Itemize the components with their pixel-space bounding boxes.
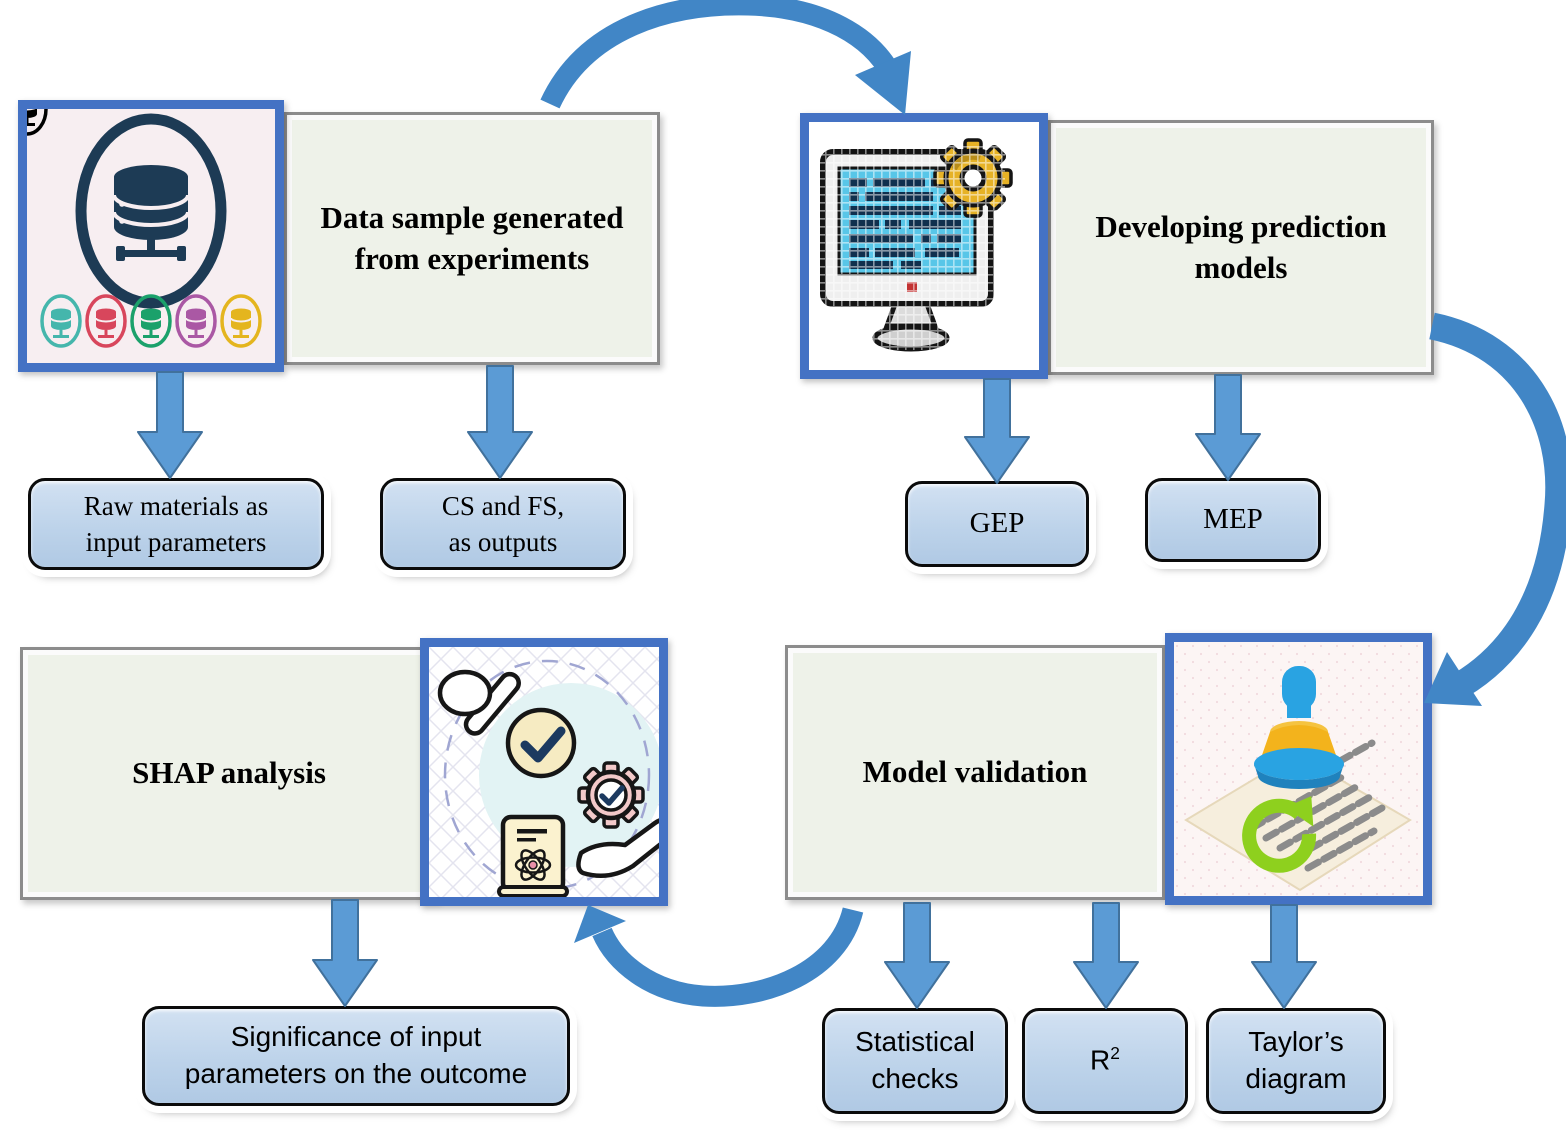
curved-arrow-validation-to-shap — [574, 905, 864, 1007]
arrow-validation-to-r2 — [1073, 902, 1139, 1009]
arrow-data-sample-to-raw-materials — [137, 371, 203, 479]
pointing-hand-icon — [437, 669, 521, 736]
box-taylors-diagram: Taylor’s diagram — [1206, 1008, 1386, 1114]
mini-database-icons — [27, 109, 262, 348]
check-circle-icon — [505, 707, 577, 779]
box-label: Statistical checks — [855, 1026, 975, 1094]
panel-shap-analysis: SHAP analysis — [20, 647, 438, 900]
panel-data-sample: Data sample generated from experiments — [284, 112, 660, 365]
box-label: GEP — [969, 507, 1025, 540]
arrow-validation-to-statistical-checks — [884, 902, 950, 1009]
panel-title: SHAP analysis — [132, 755, 326, 791]
curved-arrow-developing-to-validation — [1424, 312, 1566, 706]
panel-developing-models: Developing prediction models — [1048, 120, 1434, 375]
checklist-hand-gear-icon — [429, 647, 659, 897]
approval-stamp-icon — [1174, 642, 1423, 896]
panel-title: Model validation — [862, 754, 1088, 790]
refresh-check-icon — [1242, 796, 1317, 873]
pixel-computer-gear-icon — [809, 122, 1039, 370]
stamp-icon — [1254, 666, 1344, 789]
box-label: Taylor’s diagram — [1245, 1026, 1347, 1094]
arrow-developing-to-gep — [964, 378, 1030, 484]
paper-icon — [1184, 739, 1412, 892]
panel-model-validation: Model validation — [785, 645, 1165, 900]
box-label: R2 — [1090, 1043, 1120, 1076]
box-cs-fs: CS and FS, as outputs — [380, 478, 626, 570]
arrow-data-sample-to-cs-fs — [467, 365, 533, 479]
image-database — [18, 100, 284, 372]
curved-arrow-data-to-developing — [540, 0, 911, 115]
panel-title: Developing prediction models — [1095, 208, 1387, 285]
arrow-developing-to-mep — [1195, 374, 1261, 481]
panel-title: Data sample generated from experiments — [320, 199, 624, 276]
arrow-shap-to-significance — [312, 899, 378, 1007]
box-significance: Significance of input parameters on the … — [142, 1006, 570, 1106]
box-r2: R2 — [1022, 1008, 1188, 1114]
box-raw-materials: Raw materials as input parameters — [28, 478, 324, 570]
image-stamp — [1165, 633, 1432, 905]
book-atom-icon — [497, 814, 569, 897]
box-label: MEP — [1203, 503, 1263, 536]
box-label: Significance of input parameters on the … — [184, 1021, 528, 1089]
image-shap — [420, 638, 668, 906]
open-hand-icon — [576, 818, 659, 879]
database-icon — [112, 165, 190, 261]
box-label: CS and FS, as outputs — [441, 490, 565, 557]
database-network-icon — [27, 109, 275, 363]
gear-check-icon — [577, 761, 645, 829]
box-statistical-checks: Statistical checks — [822, 1008, 1008, 1114]
box-label: Raw materials as input parameters — [83, 490, 269, 557]
image-computer — [800, 113, 1048, 379]
box-gep: GEP — [905, 481, 1089, 567]
box-mep: MEP — [1145, 478, 1321, 562]
arrow-validation-to-taylors — [1251, 904, 1317, 1009]
